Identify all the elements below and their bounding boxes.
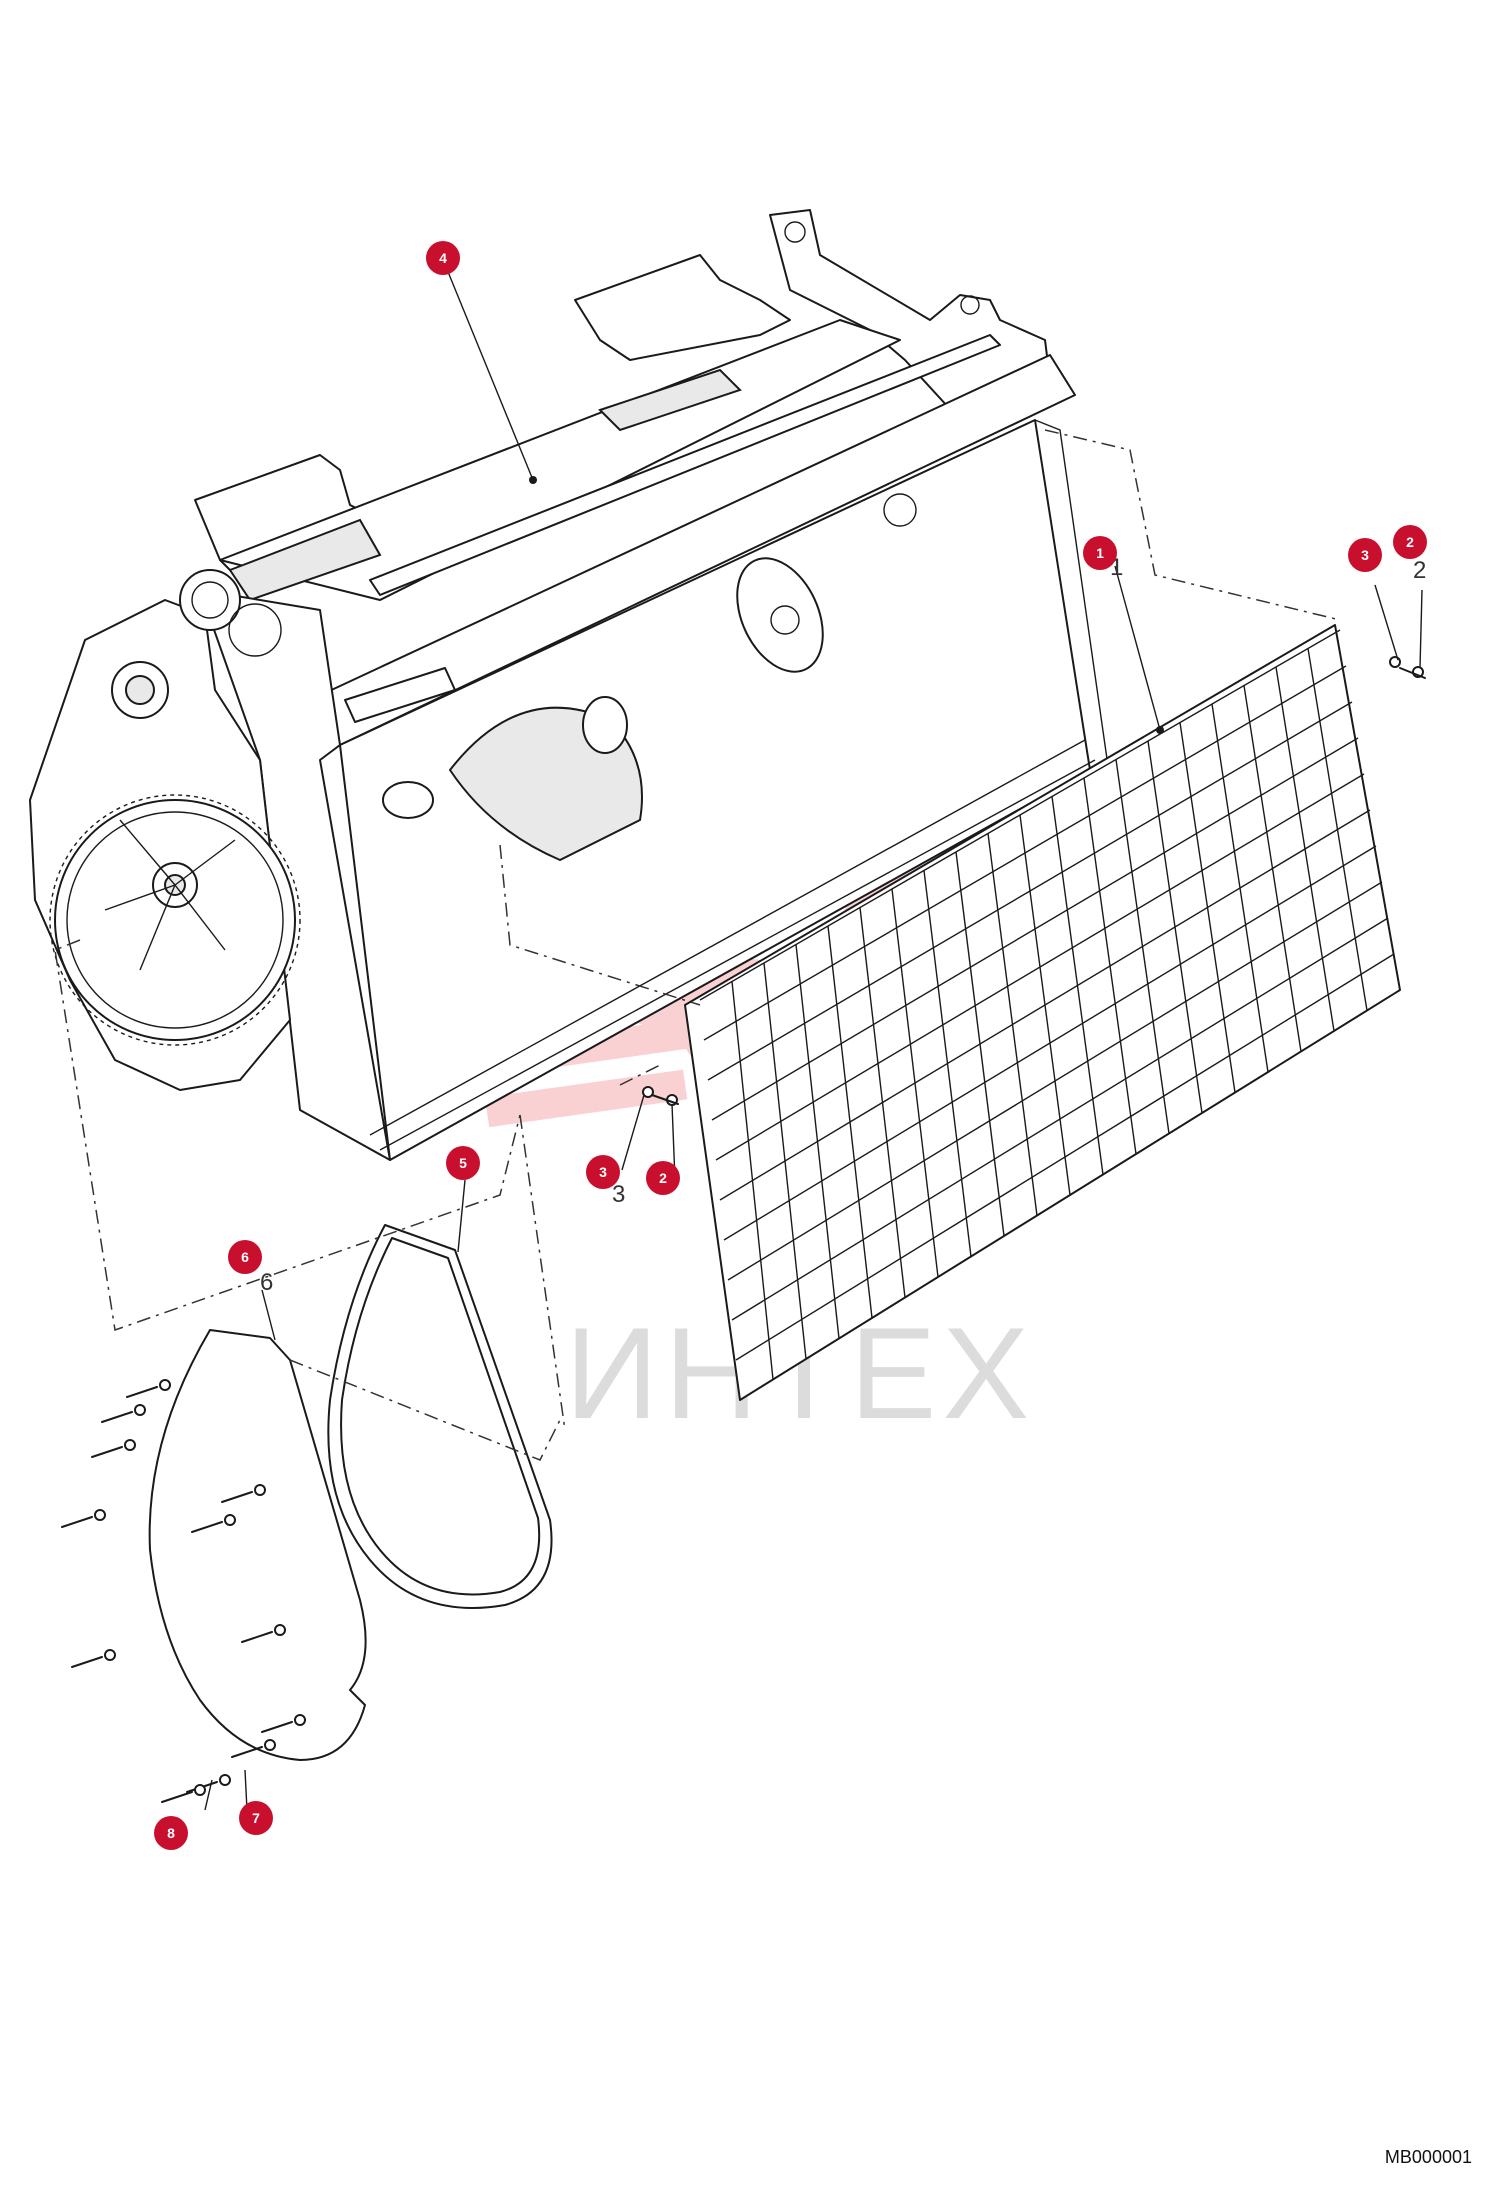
drawing-number-3: 3 xyxy=(612,1181,625,1208)
callout-3b[interactable]: 3 xyxy=(586,1155,620,1189)
washer xyxy=(159,1379,171,1391)
drawing-number-6: 6 xyxy=(260,1269,273,1296)
washer xyxy=(264,1739,276,1751)
svg-text:7: 7 xyxy=(252,1810,260,1826)
drawing-code: MB000001 xyxy=(1384,2147,1472,2167)
svg-text:8: 8 xyxy=(167,1825,175,1841)
grille-bar xyxy=(711,737,1359,1121)
washer xyxy=(134,1404,146,1416)
svg-text:5: 5 xyxy=(459,1155,467,1171)
bolt xyxy=(191,1521,223,1533)
washer xyxy=(104,1649,116,1661)
drawing-numbers: 1 2 3 6 xyxy=(260,554,1426,1296)
svg-text:1: 1 xyxy=(1096,545,1104,561)
drawing-number-2: 2 xyxy=(1413,557,1426,584)
grille-bar xyxy=(731,917,1389,1321)
bolt xyxy=(91,1446,123,1458)
part-5-gasket xyxy=(327,1224,553,1609)
grille-bar xyxy=(723,845,1377,1241)
grille-bar xyxy=(715,773,1365,1161)
washer xyxy=(124,1439,136,1451)
bolt xyxy=(231,1746,263,1758)
drive-chain xyxy=(49,794,301,1046)
bolt xyxy=(261,1721,293,1733)
callout-7[interactable]: 7 xyxy=(239,1801,273,1835)
washer xyxy=(274,1624,286,1636)
callout-4[interactable]: 4 xyxy=(426,241,460,275)
callout-8[interactable]: 8 xyxy=(154,1816,188,1850)
callout-6[interactable]: 6 xyxy=(228,1240,262,1274)
bolt xyxy=(221,1491,253,1503)
washer xyxy=(254,1484,266,1496)
bolt xyxy=(126,1386,158,1398)
bolt xyxy=(101,1411,133,1423)
grille-bar xyxy=(707,701,1353,1081)
svg-text:6: 6 xyxy=(241,1249,249,1265)
part-1-grille xyxy=(684,624,1401,1401)
callout-1[interactable]: 1 xyxy=(1083,536,1117,570)
svg-text:4: 4 xyxy=(439,250,447,266)
grille-bar xyxy=(703,665,1347,1041)
part-6-cover-plate xyxy=(61,1329,367,1803)
callout-2b[interactable]: 2 xyxy=(646,1161,680,1195)
svg-text:3: 3 xyxy=(1361,547,1369,563)
assembly-lines xyxy=(54,429,1341,1461)
grille-bar xyxy=(735,953,1395,1361)
callout-3a[interactable]: 3 xyxy=(1348,538,1382,572)
washer xyxy=(224,1514,236,1526)
leader-lines xyxy=(204,261,1423,1831)
bolt xyxy=(61,1516,93,1528)
bolt xyxy=(71,1656,103,1668)
mixer-bucket xyxy=(29,209,1111,1161)
washer xyxy=(294,1714,306,1726)
callout-2a[interactable]: 2 xyxy=(1393,525,1427,559)
callout-5[interactable]: 5 xyxy=(446,1146,480,1180)
callouts: 1 2 3 4 3 2 5 6 xyxy=(154,241,1427,1850)
svg-text:2: 2 xyxy=(659,1170,667,1186)
washer xyxy=(194,1784,206,1796)
grille-bar xyxy=(719,809,1371,1201)
grille-bar xyxy=(727,881,1383,1281)
washer xyxy=(219,1774,231,1786)
bolt xyxy=(161,1791,193,1803)
svg-text:3: 3 xyxy=(599,1164,607,1180)
svg-text:2: 2 xyxy=(1406,534,1414,550)
washer xyxy=(94,1509,106,1521)
bolt xyxy=(241,1631,273,1643)
